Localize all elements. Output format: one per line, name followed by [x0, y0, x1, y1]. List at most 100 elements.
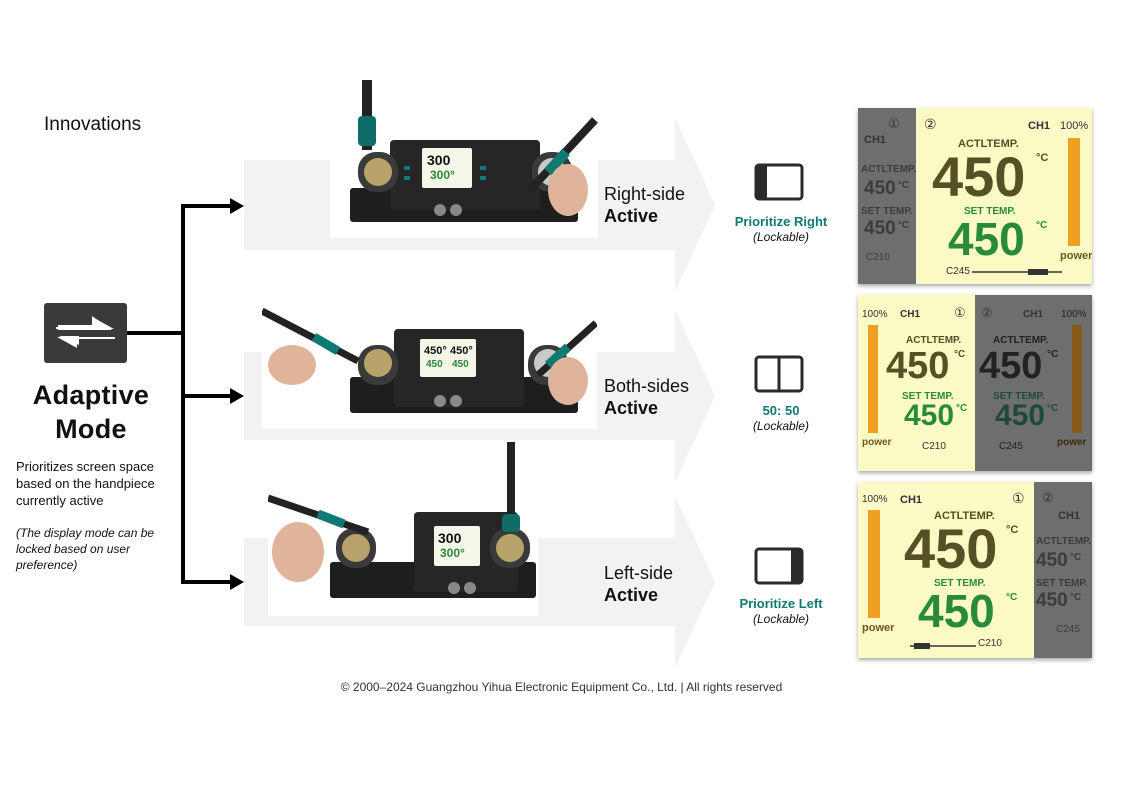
handpiece-icon: [910, 643, 976, 649]
power-label: power: [1057, 437, 1087, 448]
layout-label-left: Prioritize Left: [739, 596, 823, 611]
station-readout-1: 450°: [424, 345, 447, 357]
mode-note: (The display mode can be locked based on…: [16, 526, 155, 572]
lcd-prioritize-right: ① CH1 ACTLTEMP. 450 °C SET TEMP. 450 °C …: [858, 108, 1092, 284]
channel-label: CH1: [1023, 309, 1044, 320]
lcd-split: 100% CH1 ① ACTLTEMP. 450 °C SET TEMP. 45…: [858, 295, 1092, 471]
lcd-small-panel: ② CH1 ACTLTEMP. 450 °C SET TEMP. 450 °C …: [1034, 482, 1092, 658]
temp-unit: °C: [1006, 592, 1018, 603]
layout-sub-right: (Lockable): [752, 230, 810, 244]
layout-label-right: Prioritize Right: [734, 214, 828, 229]
actual-temp-value: 450: [904, 517, 998, 580]
set-temp-value: 450: [1036, 590, 1068, 611]
actual-temp-label: ACTLTEMP.: [958, 138, 1019, 150]
actual-temp-label: ACTLTEMP.: [993, 335, 1049, 346]
set-temp-value: 450: [864, 218, 896, 239]
station-readout-top: 300: [427, 152, 451, 168]
actual-temp-label: ACTLTEMP.: [934, 510, 995, 522]
channel-number: ①: [954, 305, 966, 320]
channel-label: CH1: [864, 134, 887, 146]
temp-unit: °C: [1047, 349, 1059, 360]
tip-model: C245: [946, 266, 970, 277]
power-bar: [1068, 138, 1080, 246]
set-temp-label: SET TEMP.: [902, 391, 954, 402]
layout-label-both: 50: 50: [762, 403, 800, 418]
lcd-large-panel: ② CH1 100% ACTLTEMP. 450 °C SET TEMP. 45…: [916, 108, 1092, 284]
station-readout-4: 450: [452, 359, 469, 370]
temp-unit: °C: [1047, 403, 1059, 414]
temp-unit: °C: [1070, 592, 1082, 603]
mode-title: Adaptive Mode: [32, 380, 150, 444]
lcd-prioritize-left: 100% CH1 ① power ACTLTEMP. 450 °C SET TE…: [858, 482, 1092, 658]
set-temp-label: SET TEMP.: [964, 206, 1016, 217]
power-label: power: [1060, 250, 1092, 262]
mode-description: Prioritizes screen space based on the ha…: [16, 459, 155, 508]
power-bar: [868, 325, 878, 433]
channel-number: ②: [981, 305, 993, 320]
set-temp-label: SET TEMP.: [861, 206, 913, 217]
power-percent: 100%: [1060, 120, 1089, 132]
channel-number: ②: [1042, 490, 1054, 505]
power-percent: 100%: [1061, 309, 1087, 320]
layout-split-icon: [754, 355, 804, 393]
power-bar: [868, 510, 880, 618]
set-temp-value: 450: [995, 399, 1046, 432]
station-photo-right-active: 300 300°: [330, 80, 598, 238]
channel-number: ①: [1012, 490, 1025, 506]
power-bar: [1072, 325, 1082, 433]
station-readout-3: 450: [426, 359, 443, 370]
channel-label: CH1: [1028, 120, 1051, 132]
station-readout-2: 450°: [450, 345, 473, 357]
set-temp-label: SET TEMP.: [993, 391, 1045, 402]
channel-label: CH1: [900, 494, 923, 506]
channel-label: CH1: [900, 309, 921, 320]
tip-model: C210: [978, 638, 1002, 649]
actual-temp-value: 450: [864, 178, 896, 199]
tip-model: C245: [999, 441, 1023, 452]
actual-temp-label: ACTLTEMP.: [861, 164, 917, 175]
lcd-left-panel: 100% CH1 ① ACTLTEMP. 450 °C SET TEMP. 45…: [858, 295, 975, 471]
temp-unit: °C: [898, 220, 910, 231]
tip-model: C210: [922, 441, 946, 452]
tip-model: C245: [1056, 624, 1080, 635]
layout-prioritize-right-icon: [754, 163, 804, 201]
temp-unit: °C: [1070, 552, 1082, 563]
tip-model: C210: [866, 252, 890, 263]
actual-temp-label: ACTLTEMP.: [1036, 536, 1092, 547]
station-photo-left-active: 300 300°: [266, 442, 538, 616]
temp-unit: °C: [954, 349, 966, 360]
actual-temp-label: ACTLTEMP.: [906, 335, 962, 346]
set-temp-value: 450: [904, 399, 955, 432]
swap-arrows-icon: [44, 303, 127, 363]
temp-unit: °C: [898, 180, 910, 191]
set-temp-label: SET TEMP.: [1036, 578, 1088, 589]
layout-prioritize-left-icon: [754, 547, 804, 585]
power-label: power: [862, 622, 895, 634]
temp-unit: °C: [1036, 220, 1048, 231]
layout-sub-left: (Lockable): [752, 612, 810, 626]
station-readout-top: 300: [438, 530, 462, 546]
lcd-large-panel: 100% CH1 ① power ACTLTEMP. 450 °C SET TE…: [858, 482, 1034, 658]
actual-temp-value: 450: [1036, 550, 1068, 571]
set-temp-value: 450: [918, 585, 995, 637]
channel-label: CH1: [1058, 510, 1081, 522]
layout-sub-both: (Lockable): [752, 419, 810, 433]
channel-number: ②: [924, 116, 937, 132]
power-label: power: [862, 437, 892, 448]
power-percent: 100%: [862, 494, 888, 505]
copyright-footer: © 2000–2024 Guangzhou Yihua Electronic E…: [340, 680, 783, 694]
set-temp-label: SET TEMP.: [934, 578, 986, 589]
station-readout-bottom: 300°: [430, 168, 455, 182]
lcd-right-panel: ② CH1 100% ACTLTEMP. 450 °C SET TEMP. 45…: [975, 295, 1092, 471]
power-percent: 100%: [862, 309, 888, 320]
lcd-small-panel: ① CH1 ACTLTEMP. 450 °C SET TEMP. 450 °C …: [858, 108, 916, 284]
station-readout-bottom: 300°: [440, 546, 465, 560]
channel-number: ①: [888, 116, 900, 131]
station-photo-both-active: 450° 450° 450 450: [260, 303, 599, 429]
set-temp-value: 450: [948, 213, 1025, 265]
temp-unit: °C: [1036, 152, 1049, 164]
